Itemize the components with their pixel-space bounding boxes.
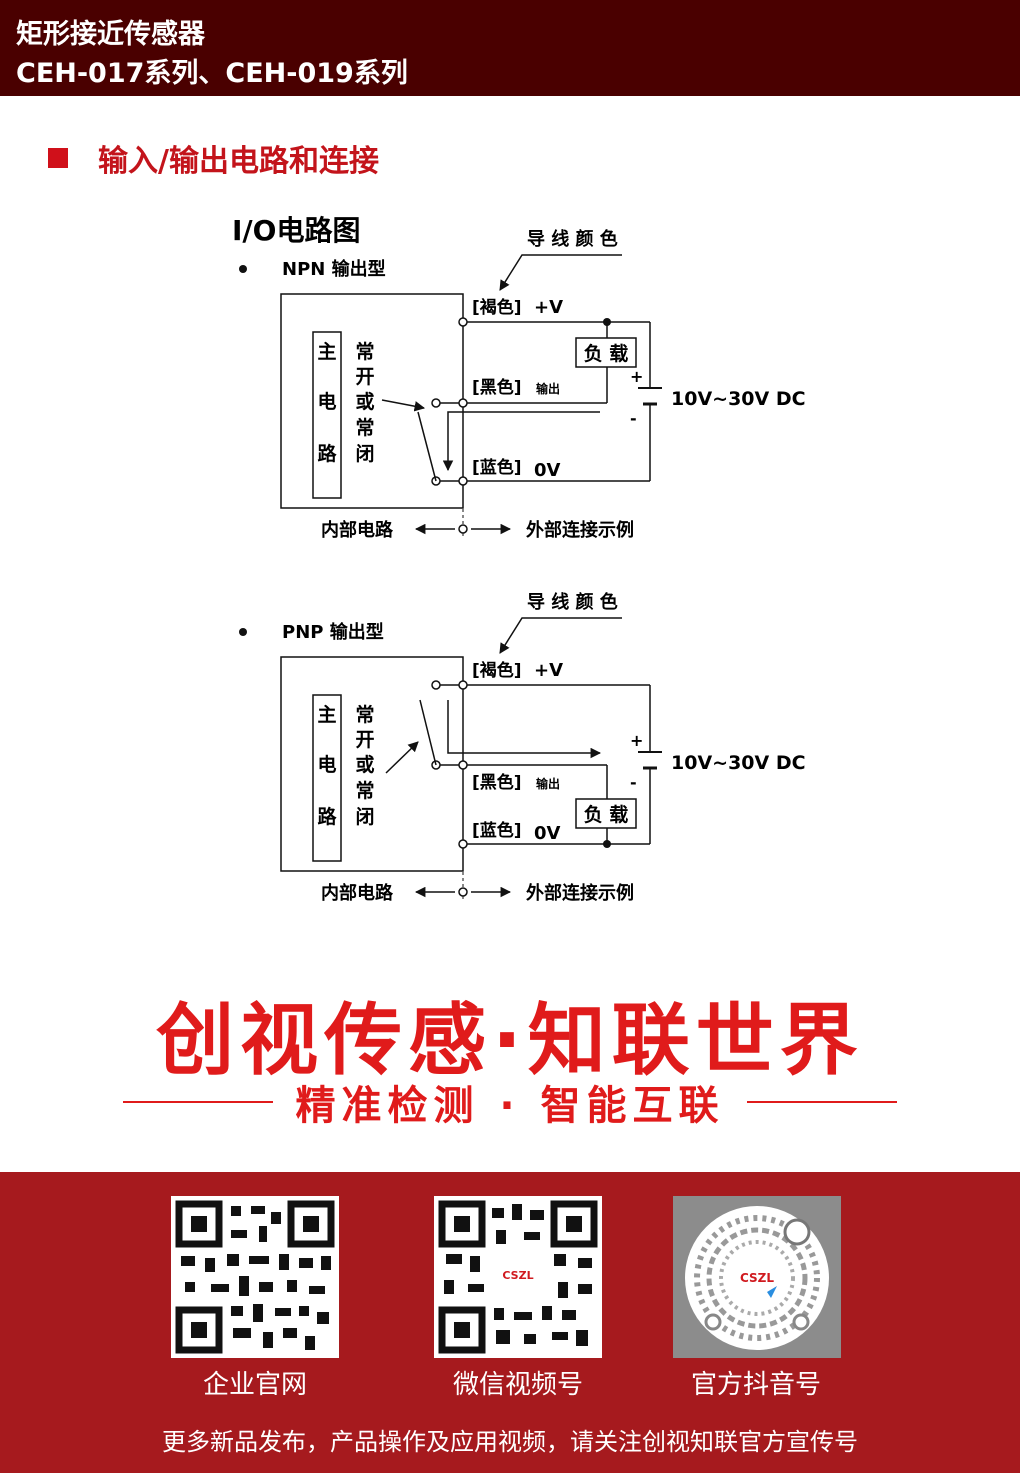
footer-note: 更多新品发布，产品操作及应用视频，请关注创视知联官方宣传号 — [162, 1428, 858, 1456]
supply-voltage: 10V~30V DC — [671, 752, 806, 774]
qr-label-douyin: 官方抖音号 — [690, 1370, 821, 1400]
svg-text:主: 主 — [317, 704, 336, 726]
pnp-label: PNP 输出型 — [282, 621, 384, 643]
svg-text:[蓝色]: [蓝色] — [472, 457, 522, 478]
svg-text:[黑色]: [黑色] — [472, 377, 522, 398]
footer: 企业官网 CSZL 微信视频号 — [0, 1172, 1020, 1473]
wechat-video-qr-code-icon[interactable]: CSZL — [434, 1196, 602, 1358]
wire-color-label: 导 线 颜 色 — [527, 591, 618, 613]
svg-text:[褐色]: [褐色] — [472, 297, 522, 318]
svg-text:或: 或 — [355, 390, 374, 413]
pnp-circuit: PNP 输出型 导 线 颜 色 主 电 路 常 开 或 常 闭 [褐色] +V … — [239, 591, 806, 904]
svg-text:闭: 闭 — [355, 443, 374, 465]
wire-color-label: 导 线 颜 色 — [527, 228, 618, 250]
bullet-icon — [239, 265, 247, 273]
svg-text:电: 电 — [317, 390, 336, 413]
svg-text:电: 电 — [317, 753, 336, 776]
npn-circuit: NPN 输出型 导 线 颜 色 主 电 路 常 开 或 常 闭 [褐色] +V … — [239, 228, 806, 541]
svg-text:内部电路: 内部电路 — [321, 882, 394, 904]
svg-text:+V: +V — [534, 297, 563, 318]
svg-text:常: 常 — [355, 779, 374, 802]
center-logo: CSZL — [740, 1271, 774, 1285]
divider — [746, 1101, 897, 1103]
brand-subslogan: 精准检测 · 智能互联 — [0, 1074, 1020, 1130]
product-title: 矩形接近传感器 — [16, 19, 205, 50]
svg-text:+: + — [630, 731, 643, 750]
io-circuit-diagram: I/O电路图 NPN 输出型 导 线 颜 色 主 电 路 常 开 或 常 闭 [… — [232, 214, 806, 904]
square-bullet-icon — [48, 148, 68, 168]
npn-label: NPN 输出型 — [282, 258, 386, 280]
svg-text:闭: 闭 — [355, 806, 374, 828]
svg-text:开: 开 — [355, 729, 374, 751]
brand-slogan: 创视传感·知联世界 — [156, 996, 864, 1086]
svg-text:输出: 输出 — [536, 776, 560, 791]
section-title: 输入/输出电路和连接 — [98, 144, 379, 179]
diagram-heading: I/O电路图 — [232, 214, 360, 247]
qr-label-wechat: 微信视频号 — [452, 1370, 583, 1400]
website-qr-code-icon[interactable] — [171, 1196, 339, 1358]
svg-text:-: - — [630, 409, 637, 428]
svg-text:[黑色]: [黑色] — [472, 772, 522, 793]
load-label: 负 载 — [584, 803, 629, 826]
svg-text:路: 路 — [317, 442, 337, 465]
svg-text:主: 主 — [317, 341, 336, 363]
qr-label-website: 企业官网 — [202, 1370, 307, 1400]
douyin-code-icon[interactable]: CSZL — [673, 1196, 841, 1358]
svg-text:外部连接示例: 外部连接示例 — [526, 519, 634, 541]
bullet-icon — [239, 628, 247, 636]
svg-text:0V: 0V — [534, 460, 561, 481]
product-series: CEH-017系列、CEH-019系列 — [16, 58, 408, 89]
svg-text:路: 路 — [317, 805, 337, 828]
subslogan-text: 精准检测 · 智能互联 — [295, 1083, 725, 1129]
svg-text:输出: 输出 — [536, 381, 560, 396]
svg-text:+V: +V — [534, 660, 563, 681]
center-logo: CSZL — [502, 1269, 533, 1282]
divider — [123, 1101, 274, 1103]
svg-text:开: 开 — [355, 366, 374, 388]
page-header: 矩形接近传感器 CEH-017系列、CEH-019系列 — [0, 0, 1020, 96]
svg-text:或: 或 — [355, 753, 374, 776]
svg-text:[褐色]: [褐色] — [472, 660, 522, 681]
svg-text:-: - — [630, 773, 637, 792]
svg-text:外部连接示例: 外部连接示例 — [526, 882, 634, 904]
svg-text:[蓝色]: [蓝色] — [472, 820, 522, 841]
section-heading: 输入/输出电路和连接 — [48, 138, 379, 179]
svg-text:内部电路: 内部电路 — [321, 519, 394, 541]
svg-text:0V: 0V — [534, 823, 561, 844]
svg-text:+: + — [630, 367, 643, 386]
supply-voltage: 10V~30V DC — [671, 388, 806, 410]
svg-text:常: 常 — [355, 340, 374, 363]
load-label: 负 载 — [584, 342, 629, 365]
svg-text:常: 常 — [355, 703, 374, 726]
svg-text:常: 常 — [355, 416, 374, 439]
